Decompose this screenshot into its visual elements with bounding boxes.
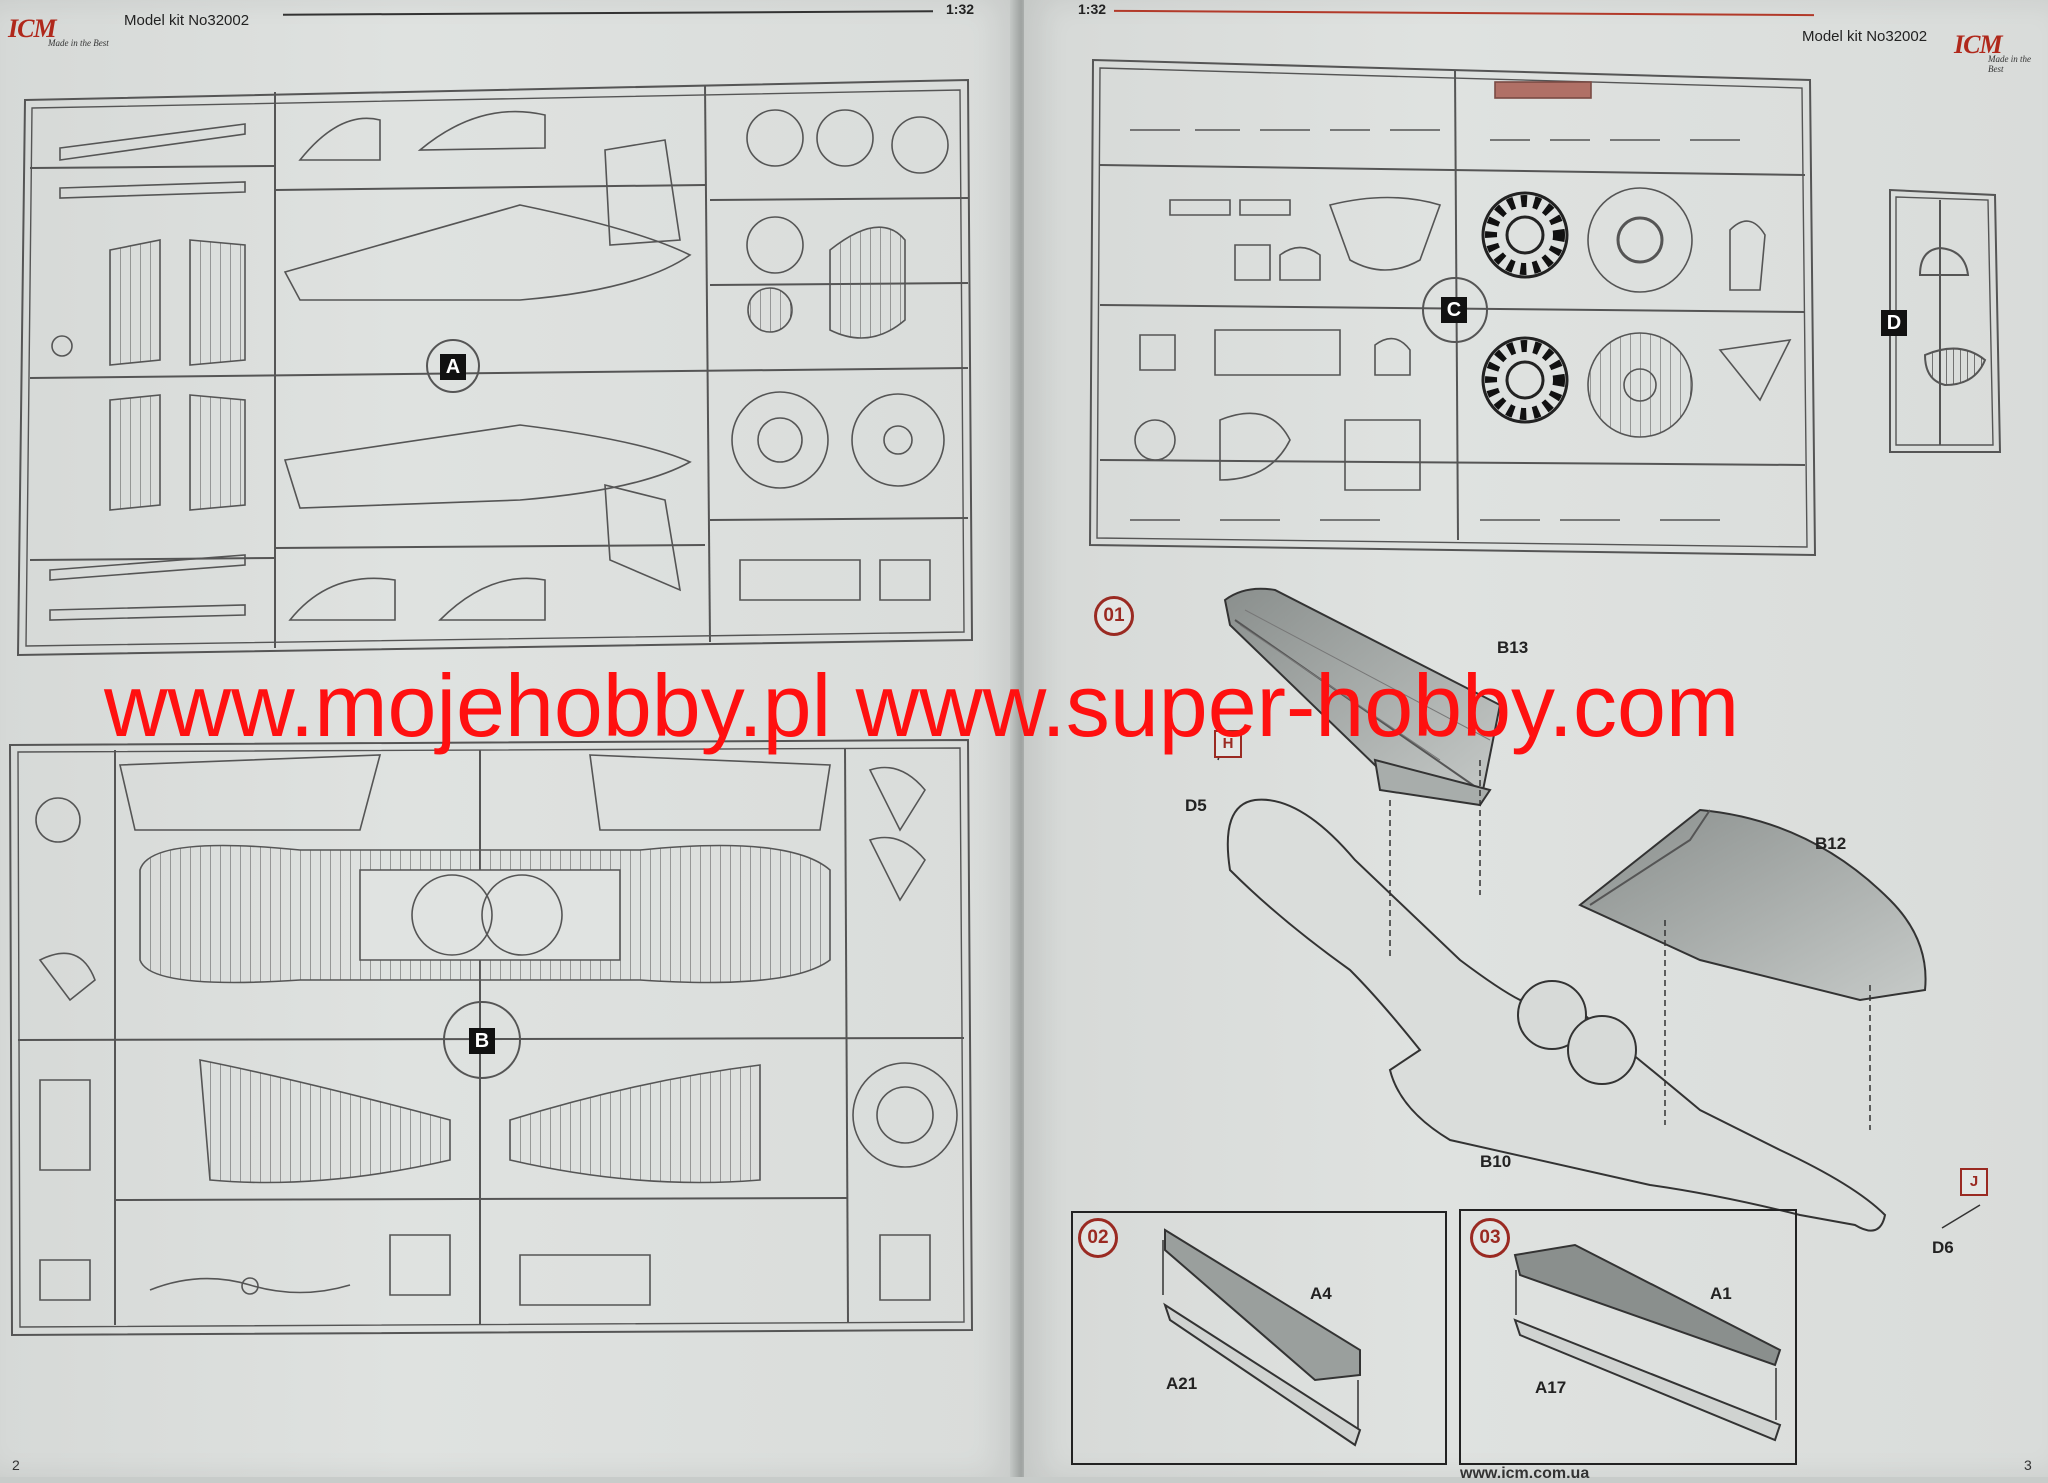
right-page: 1:32 Model kit No32002 ICM Made in the B…: [1024, 0, 2048, 1477]
sprue-label-c: C: [1441, 297, 1467, 323]
watermark-text: www.mojehobby.pl www.super-hobby.com: [104, 656, 1740, 755]
sprue-a-frame: [16, 78, 974, 657]
sprue-label-a: A: [440, 354, 466, 380]
step-03-box: [1459, 1209, 1797, 1465]
sprue-b-parts: [35, 754, 958, 1306]
sprue-d-frame: [1889, 188, 2002, 453]
page-number: 3: [2024, 1457, 2032, 1473]
page-number: 2: [12, 1457, 20, 1473]
kit-label: Model kit No32002: [124, 12, 250, 29]
part-label-b13: B13: [1497, 638, 1529, 657]
part-label-d5: D5: [1185, 796, 1207, 815]
part-label-b12: B12: [1815, 834, 1847, 853]
step-02-box: [1071, 1211, 1447, 1465]
sprue-label-b: B: [469, 1028, 495, 1054]
step-02-drawing: [1162, 1228, 1362, 1447]
part-label-a17: A17: [1535, 1378, 1567, 1397]
step-03-drawing: [1513, 1243, 1782, 1442]
part-label-d6: D6: [1932, 1238, 1954, 1257]
logo-brand: ICM: [8, 14, 57, 43]
step-number-02: 02: [1078, 1218, 1118, 1258]
scale-label: 1:32: [1078, 1, 1107, 17]
step-number-03: 03: [1470, 1218, 1510, 1258]
sprue-a-parts: [49, 109, 949, 621]
sprue-c-parts: [1130, 81, 1792, 521]
icm-logo-right: ICM Made in the Best: [1954, 30, 2048, 74]
step-number-01: 01: [1094, 596, 1134, 636]
logo-brand: ICM: [1954, 30, 2003, 59]
scale-label: 1:32: [946, 1, 975, 17]
step-01-drawing: [1217, 587, 1981, 1232]
logo-tagline: Made in the Best: [48, 38, 109, 48]
part-label-a21: A21: [1166, 1374, 1198, 1393]
icm-logo-left: ICM Made in the Best: [8, 14, 109, 48]
sprue-label-d: D: [1881, 310, 1907, 336]
flag-h: H: [1214, 730, 1242, 758]
logo-tagline: Made in the Best: [1988, 54, 2031, 74]
part-label-a4: A4: [1310, 1284, 1332, 1303]
flag-j: J: [1960, 1168, 1988, 1196]
kit-label: Model kit No32002: [1802, 28, 1928, 45]
part-label-a1: A1: [1710, 1284, 1732, 1303]
part-label-b10: B10: [1480, 1152, 1512, 1171]
